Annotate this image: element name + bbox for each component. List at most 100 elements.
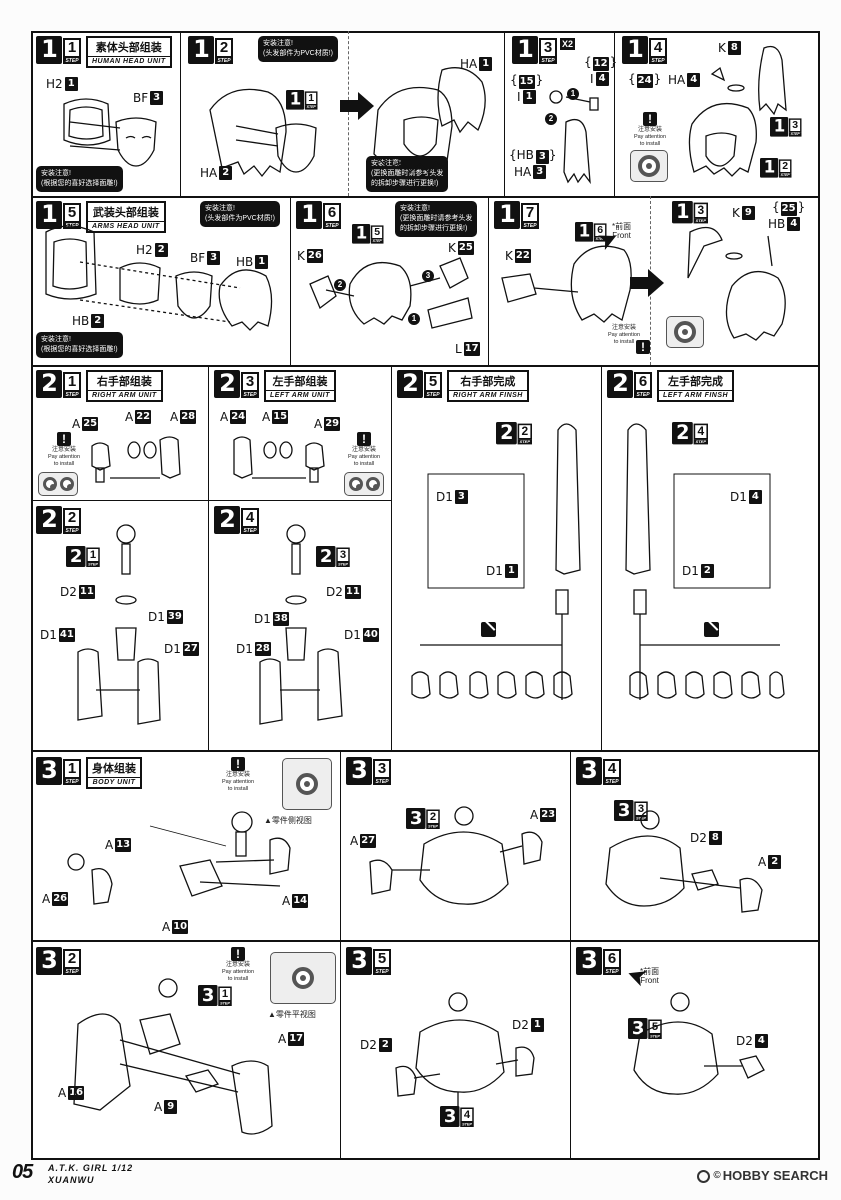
step-label: STEP [693,439,708,445]
arm-part [95,467,105,483]
page-number: 05 [12,1161,33,1183]
col-divider [208,365,209,750]
part-code: D2 [326,585,343,599]
antenna [767,235,773,267]
armor-piece [309,275,337,310]
neck-joint [235,831,247,857]
hand [469,671,489,699]
step-label: STEP [426,824,440,829]
part-side-view [282,758,332,810]
part-number: 2 [700,564,714,578]
assembly-line [659,877,741,889]
part-code: D1 [40,628,57,642]
part-code: HA [460,57,478,71]
armor-piece [501,273,537,303]
horn-piece [687,226,723,279]
joint [279,441,293,459]
step-number: 2 [397,370,423,398]
arm-shaft [121,543,131,575]
part-number: 17 [463,342,480,356]
joint-ball [116,524,136,544]
part-code: D1 [682,564,699,578]
attn-en: Pay attention [47,454,81,460]
attn-cn: 注意安装 [225,962,250,968]
part-number: 38 [272,612,289,626]
step-label: STEP [373,969,391,975]
assembly-line [199,881,281,887]
part-code: A [758,855,767,869]
step-label: STEP [424,392,442,398]
shoulder-cap [369,859,393,895]
copyright-mark: © [713,1170,721,1181]
ref-sub: 1 [304,91,318,106]
part-code: K [718,41,726,55]
part-code: D2 [736,1034,753,1048]
step-number: 1 [512,36,538,64]
hair-back [209,88,287,178]
connector-ring-icon [365,477,380,491]
col-divider [290,196,291,365]
arm-part [91,442,111,471]
ref-number: 3 [198,985,218,1006]
part-label: 25 [772,200,805,216]
part-code: A [530,808,539,822]
step-sub-number: 3 [539,38,557,58]
part-code: D2 [60,585,77,599]
hand-select-icon [704,622,719,637]
part-number: 9 [164,1100,178,1114]
install-notice: 安装注意!(头发部件为PVC材质!) [258,36,338,62]
ring-part [115,595,137,605]
part-code: A [125,410,134,424]
arm-part [233,436,253,479]
notice-line: (头发部件为PVC材质!) [205,215,275,222]
connector-ring-icon [348,477,363,491]
col-divider [348,31,349,196]
step-label: STEP [603,779,621,785]
part-code: A [314,417,323,431]
step-sub-number: 1 [63,38,81,58]
step-label: STEP [539,58,557,64]
part-label: HB3 [509,148,557,164]
step-title-cn: 武装头部组装 [88,203,164,222]
part-number: 4 [748,490,762,504]
part-number: 2 [91,314,105,328]
step-number: 3 [346,757,372,785]
torso [415,1019,505,1093]
ref-sub: 3 [788,118,802,133]
col-divider [180,31,181,196]
arm-part [305,442,325,471]
frame-part [119,262,161,305]
part-code: K [297,249,305,263]
step-label: STEP [63,392,81,398]
part-code: HB [768,217,786,231]
product-name: A.T.K. GIRL 1/12 [48,1163,134,1173]
hand [553,671,573,699]
part-code: H2 [46,77,63,91]
head-frame [45,225,97,300]
